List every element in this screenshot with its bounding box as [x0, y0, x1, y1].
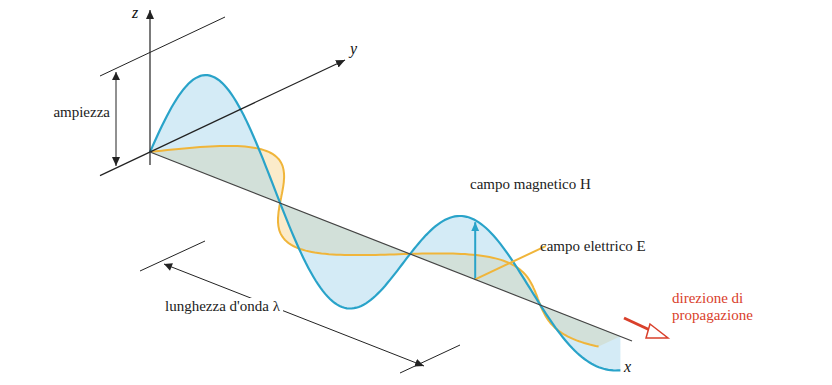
electric-wave — [150, 146, 599, 347]
magnetic-vector — [474, 222, 476, 279]
magnetic-wave — [150, 75, 620, 370]
wavelength-tick — [140, 241, 205, 271]
amplitude-arrow — [116, 72, 117, 166]
magnetic-fill — [150, 75, 620, 370]
electric-vector — [475, 246, 545, 279]
amplitude-label: ampiezza — [53, 104, 110, 121]
amplitude-line — [100, 17, 225, 76]
wavelength-label: lunghezza d'onda λ — [162, 298, 283, 315]
axis-label: x — [624, 358, 631, 376]
z-axis — [149, 10, 150, 165]
y-axis — [100, 60, 345, 176]
field-label: campo elettrico E — [540, 238, 646, 255]
axis-label: z — [132, 4, 138, 22]
field-label: campo magnetico H — [470, 176, 591, 193]
axis-label: y — [350, 40, 357, 58]
propagation-arrowhead — [646, 324, 668, 338]
wavelength-tick — [400, 345, 460, 373]
propagation-label: direzione di propagazione — [672, 290, 784, 325]
